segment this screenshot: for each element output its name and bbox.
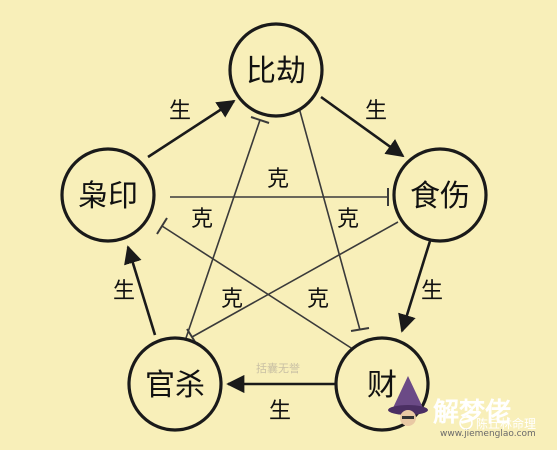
gen-label-cai-guansha: 生	[269, 399, 291, 424]
gen-arrow-xiaoyin-bijie	[147, 99, 236, 159]
logo-website: www.jiemenglao.com	[440, 429, 536, 439]
ctl-label-guansha-bijie: 克	[221, 287, 243, 312]
node-label-shishang: 食伤	[410, 179, 470, 214]
control-bar-bijie	[250, 116, 270, 124]
control-line-cai-xiaoyin	[161, 225, 363, 356]
credit-text: 陈丘林命理	[476, 416, 536, 431]
ctl-label-cai-xiaoyin: 克	[191, 207, 213, 232]
gen-label-shishang-cai: 生	[421, 279, 443, 304]
credit: 陈丘林命理	[459, 416, 536, 431]
ctl-label-shishang-guansha: 克	[307, 287, 329, 312]
control-line-guansha-bijie	[185, 119, 261, 339]
gen-label-xiaoyin-bijie: 生	[169, 99, 191, 124]
watermark: 括囊无誉	[256, 361, 300, 375]
gen-arrow-shishang-cai	[398, 240, 432, 333]
node-shishang: 食伤	[392, 147, 488, 243]
generation-arrows	[124, 95, 432, 394]
control-lines	[156, 103, 399, 356]
control-line-bijie-cai	[297, 103, 361, 331]
node-xiaoyin: 枭印	[60, 147, 156, 243]
control-line-shishang-guansha	[191, 221, 399, 338]
ctl-label-xiaoyin-shishang: 克	[267, 167, 289, 192]
gen-label-guansha-xiaoyin: 生	[113, 279, 135, 304]
gen-arrow-bijie-shishang	[320, 95, 405, 158]
gen-arrow-guansha-xiaoyin	[124, 245, 157, 336]
node-guansha: 官杀	[127, 336, 223, 432]
gen-label-bijie-shishang: 生	[365, 99, 387, 124]
node-label-guansha: 官杀	[145, 368, 205, 403]
fortune-teller-hat-icon	[388, 376, 428, 426]
node-label-cai: 财	[367, 368, 397, 403]
node-label-bijie: 比劫	[246, 54, 306, 89]
node-bijie: 比劫	[228, 22, 324, 118]
wechat-icon	[459, 416, 473, 430]
ctl-label-bijie-cai: 克	[337, 207, 359, 232]
control-bar-xiaoyin	[156, 217, 168, 235]
node-label-xiaoyin: 枭印	[78, 179, 138, 214]
control-bar-cai	[350, 327, 370, 332]
